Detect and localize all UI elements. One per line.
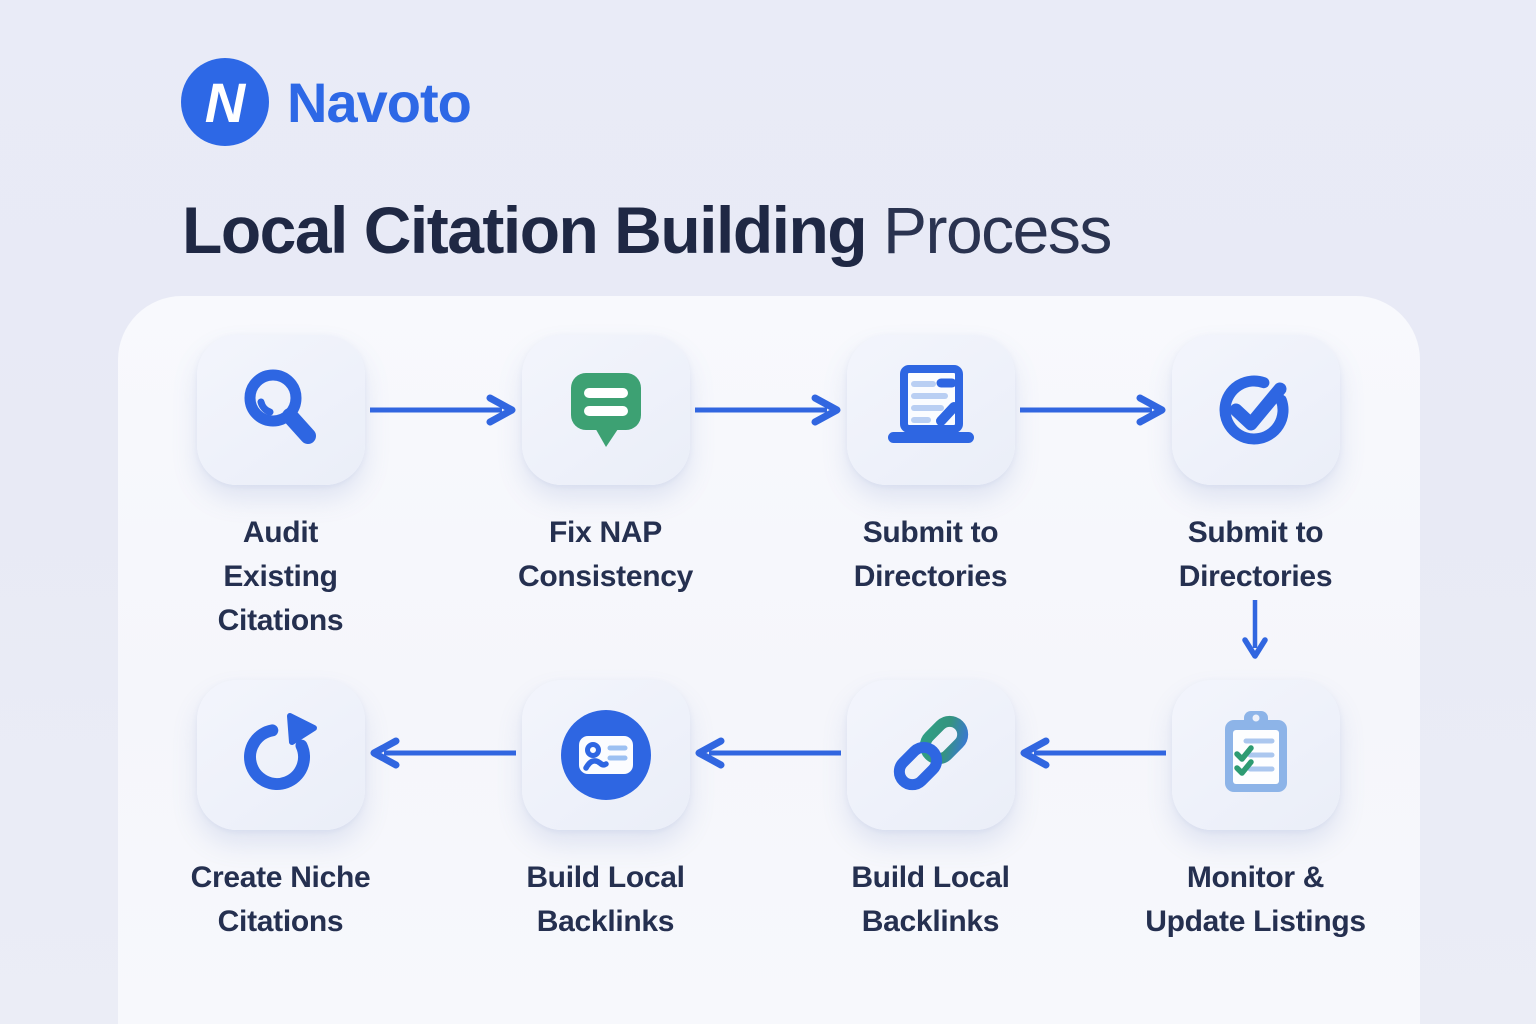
logo-monogram: N [204,70,246,134]
laptop-icon [887,365,974,443]
flow-step-monitor-update: Monitor & Update Listings [1093,680,1418,944]
step-card [196,335,365,485]
arrow-right-icon [695,394,841,426]
step-card [521,680,690,830]
flow-step-submit-directories: Submit to Directories [768,335,1093,643]
flow-row-2: Create Niche Citations Build Local Backl… [118,680,1420,944]
flowchart-panel: Audit Existing Citations Fix NAP Consist… [118,296,1420,1024]
flow-step-audit: Audit Existing Citations [118,335,443,643]
title-light: Process [882,193,1112,267]
magnifier-icon [244,369,316,444]
step-label: Create Niche Citations [190,861,371,938]
step-label: Submit to Directories [1178,516,1333,593]
step-label: Build Local Backlinks [851,861,1010,938]
flow-step-build-backlinks-chain: Build Local Backlinks [768,680,1093,944]
step-card [196,680,365,830]
flow-step-submit-directories-2: Submit to Directories [1093,335,1418,643]
flow-step-create-niche: Create Niche Citations [118,680,443,944]
arrow-down-icon [1242,600,1268,659]
step-label: Audit Existing Citations [217,516,344,637]
brand-name: Navoto [287,70,472,134]
step-card [846,680,1015,830]
arrow-left-icon [370,737,516,769]
chain-link-icon [893,715,968,791]
flow-step-build-backlinks-card: Build Local Backlinks [443,680,768,944]
step-card [846,335,1015,485]
step-label: Submit to Directories [853,516,1008,593]
brand-logo: N Navoto [181,58,472,146]
refresh-icon [243,713,317,790]
step-label: Monitor & Update Listings [1145,861,1366,938]
step-card [1171,680,1340,830]
clipboard-icon [1224,711,1287,792]
speech-bubble-icon [570,373,641,447]
title-emphasis: Local Citation Building [182,193,868,267]
step-label: Fix NAP Consistency [517,516,694,593]
flow-row-1: Audit Existing Citations Fix NAP Consist… [118,296,1420,643]
contact-card-icon [560,710,651,800]
arrow-right-icon [370,394,516,426]
page-title: Local Citation Building Process [182,192,1112,268]
step-card [1171,335,1340,485]
arrow-right-icon [1020,394,1166,426]
check-circle-icon [1219,375,1289,445]
step-label: Build Local Backlinks [526,861,685,938]
arrow-left-icon [1020,737,1166,769]
navoto-logo-icon: N [181,58,269,146]
flow-step-fix-nap: Fix NAP Consistency [443,335,768,643]
arrow-left-icon [695,737,841,769]
step-card [521,335,690,485]
